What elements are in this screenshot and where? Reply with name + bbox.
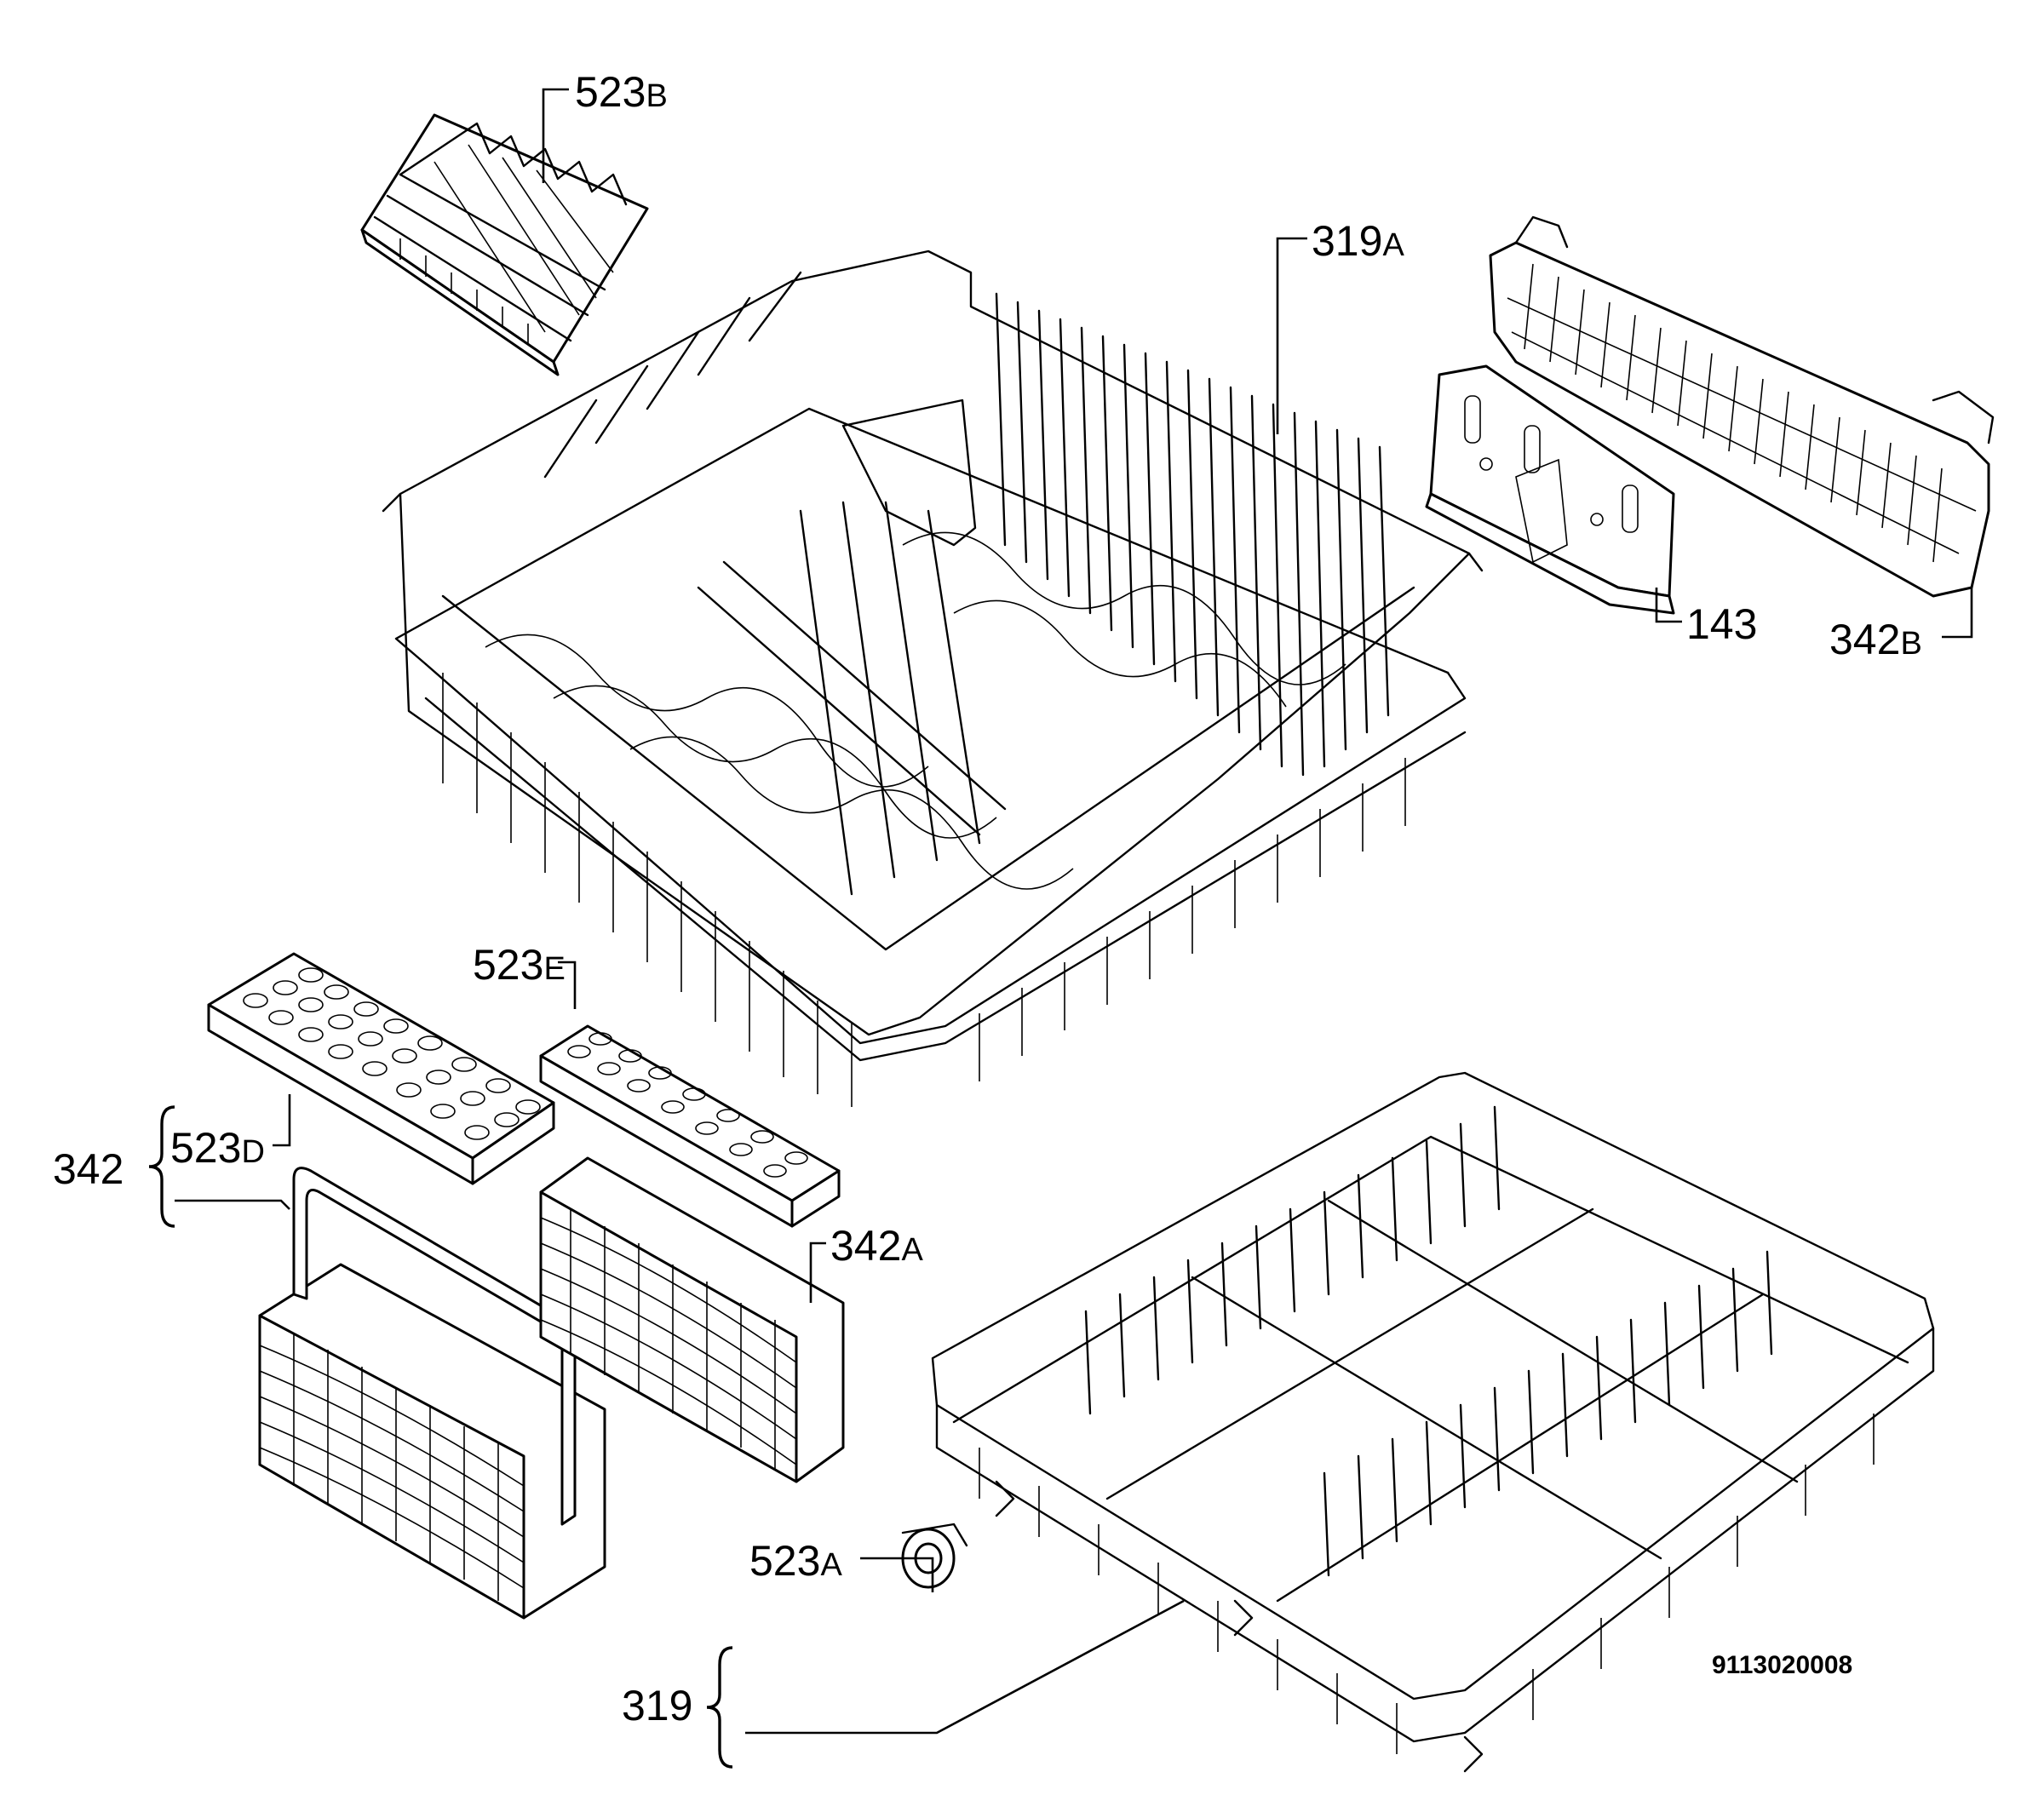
part-342b-side-basket xyxy=(1489,215,1995,598)
callout-319a: 319A xyxy=(1312,217,1404,265)
callout-342: 342 xyxy=(53,1145,123,1193)
brace-342 xyxy=(148,1105,175,1228)
leader-523d xyxy=(273,1094,291,1147)
part-523b-cup-rack xyxy=(360,113,649,376)
part-342a-cutlery-basket-insert xyxy=(539,1156,845,1483)
part-342-cutlery-basket xyxy=(258,1167,606,1620)
part-523e-cutlery-cover xyxy=(539,1024,841,1228)
leader-319a xyxy=(1276,237,1307,434)
part-143-rail-bracket xyxy=(1425,364,1675,615)
part-319a-upper-basket xyxy=(382,249,1484,1107)
leader-523e xyxy=(558,961,577,1009)
part-319-lower-basket xyxy=(931,1071,1935,1773)
brace-319 xyxy=(706,1646,733,1769)
callout-319: 319 xyxy=(622,1682,692,1729)
drawing-number: 9113020008 xyxy=(1712,1651,1852,1679)
leader-342b xyxy=(1942,588,1973,639)
callout-523a: 523A xyxy=(749,1537,842,1585)
callout-523d: 523D xyxy=(170,1124,265,1172)
part-523d-cutlery-cover xyxy=(207,952,555,1185)
leader-523b xyxy=(542,88,569,183)
callout-523e: 523E xyxy=(473,941,566,989)
leader-523a xyxy=(860,1557,934,1592)
leader-342a xyxy=(809,1242,826,1303)
callout-342a: 342A xyxy=(830,1222,923,1270)
leader-319 xyxy=(745,1599,1185,1735)
part-523a-wheel xyxy=(901,1523,968,1589)
leader-143 xyxy=(1655,588,1682,623)
callout-342b: 342B xyxy=(1829,616,1922,663)
leader-342 xyxy=(175,1199,290,1210)
leader-lines xyxy=(148,88,1973,1769)
callout-143: 143 xyxy=(1686,600,1757,648)
callout-523b: 523B xyxy=(575,68,668,116)
